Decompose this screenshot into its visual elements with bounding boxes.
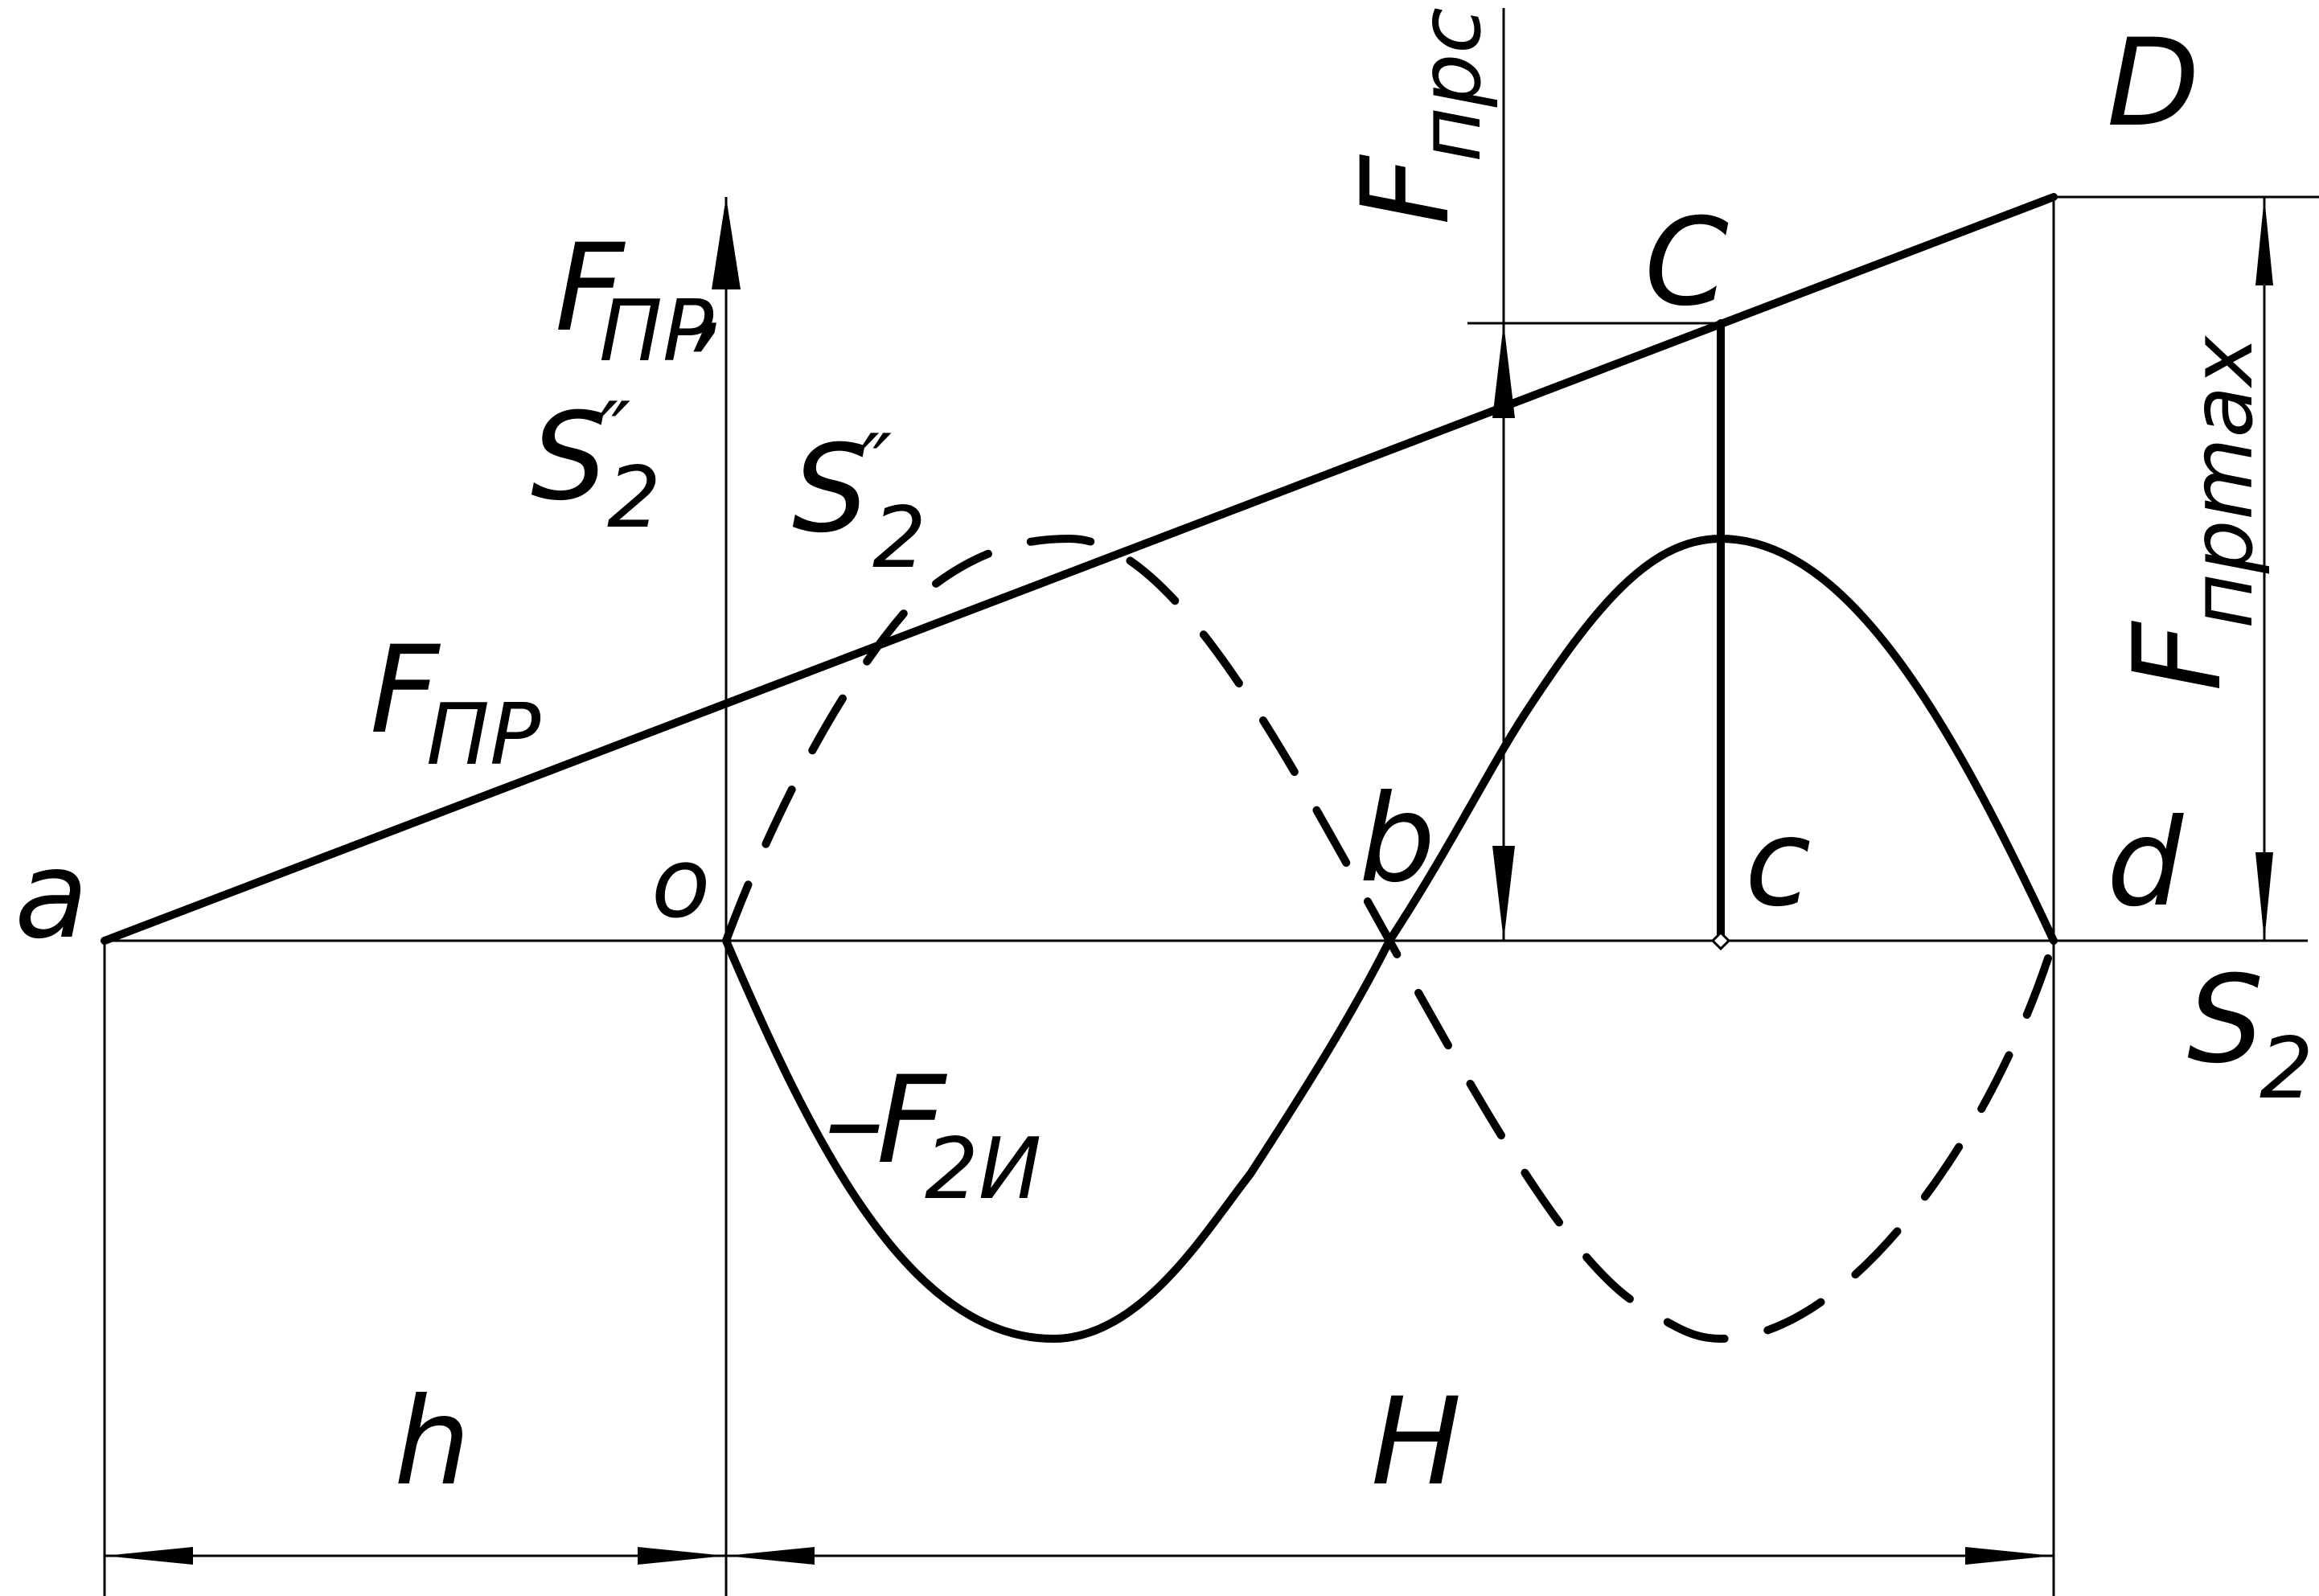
label-fprmax-sub: прmax — [2173, 334, 2272, 629]
label-yaxis-s-sub: 2 — [607, 449, 661, 547]
s2pp-curve — [722, 534, 2058, 1344]
label-yaxis-f: F — [555, 219, 626, 359]
label-fpr-sub: ПР — [426, 686, 541, 784]
fprc-arrow-top — [1492, 323, 1515, 418]
label-a: a — [14, 826, 88, 966]
label-curve-s-sup: ″ — [860, 416, 892, 515]
label-s2-axis: S — [2187, 950, 2264, 1090]
label-d-lower: d — [2107, 794, 2184, 933]
label-D-upper: D — [2107, 14, 2200, 154]
label-curve-s-sub: 2 — [872, 489, 926, 587]
label-yaxis-comma: , — [693, 227, 732, 367]
label-f2i-f: F — [876, 1051, 948, 1191]
label-C-upper: C — [1644, 193, 1729, 333]
label-f2i-sub: 2И — [925, 1120, 1041, 1218]
label-f2i-dash: – — [824, 1051, 885, 1191]
label-c-lower: c — [1745, 794, 1811, 933]
label-yaxis-f-sub: ПР — [599, 282, 714, 380]
label-fprmax-f: F — [2108, 620, 2248, 691]
label-H: H — [1371, 1372, 1462, 1512]
fprc-arrow-bottom — [1492, 846, 1515, 941]
label-o: o — [651, 828, 710, 940]
point-c-marker — [1710, 930, 1731, 951]
fpr-axis-arrowhead — [712, 197, 741, 289]
label-h: h — [394, 1372, 470, 1512]
label-curve-s: S — [792, 420, 868, 560]
label-yaxis-s-sup: ″ — [599, 384, 630, 482]
label-fprc-sub: прс — [1402, 7, 1500, 162]
label-fprc-f: F — [1336, 154, 1476, 225]
label-s2-axis-sub: 2 — [2259, 1020, 2313, 1118]
label-yaxis-s: S — [531, 388, 607, 527]
fpr-line — [101, 193, 2058, 945]
label-fpr-f: F — [370, 621, 441, 761]
label-b: b — [1359, 769, 1435, 909]
